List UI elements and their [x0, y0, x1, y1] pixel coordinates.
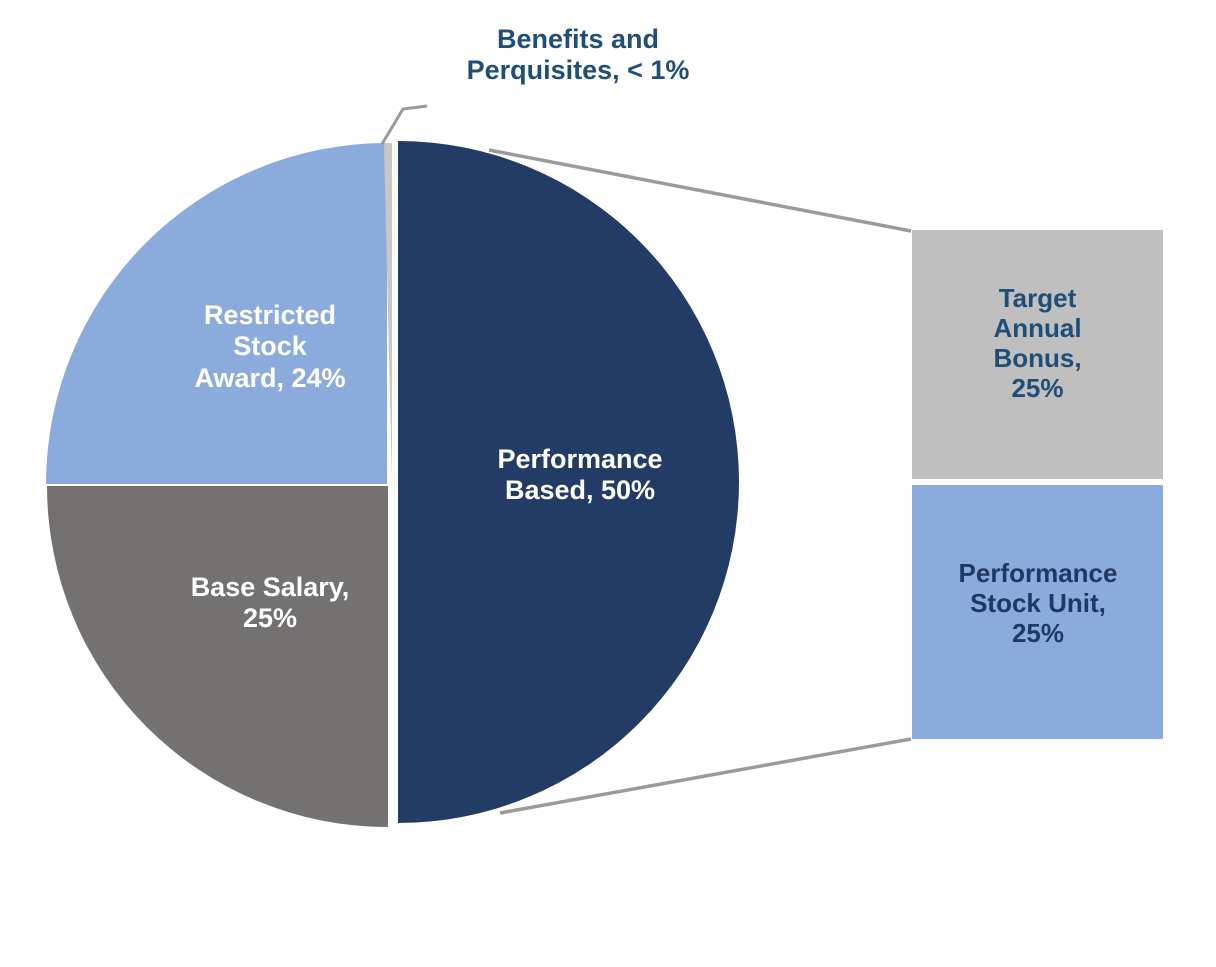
- callout-label-performance-stock-unit: Performance Stock Unit, 25%: [958, 558, 1118, 649]
- leader-line-benefits: [380, 104, 428, 145]
- pie-slice-base-salary[interactable]: [47, 486, 388, 827]
- pie-slice-performance-based[interactable]: [398, 141, 739, 823]
- callout-label-target-annual-bonus: Target Annual Bonus, 25%: [993, 283, 1082, 404]
- chart-title: Benefits and Perquisites, < 1%: [466, 24, 690, 86]
- callout-box-performance-stock-unit[interactable]: [912, 485, 1163, 739]
- connector-line-top: [488, 148, 912, 233]
- connector-line-bottom: [499, 737, 912, 815]
- callout-box-target-annual-bonus[interactable]: [912, 230, 1163, 479]
- pie-slice-benefits-perquisites[interactable]: [384, 143, 392, 484]
- pie-slice-restricted-stock-award[interactable]: [46, 143, 387, 484]
- pie-slice-label-base-salary: Base Salary, 25%: [190, 572, 350, 634]
- pie-slice-label-performance-based: Performance Based, 50%: [497, 444, 663, 506]
- pie-slice-label-restricted-stock-award: Restricted Stock Award, 24%: [194, 300, 346, 393]
